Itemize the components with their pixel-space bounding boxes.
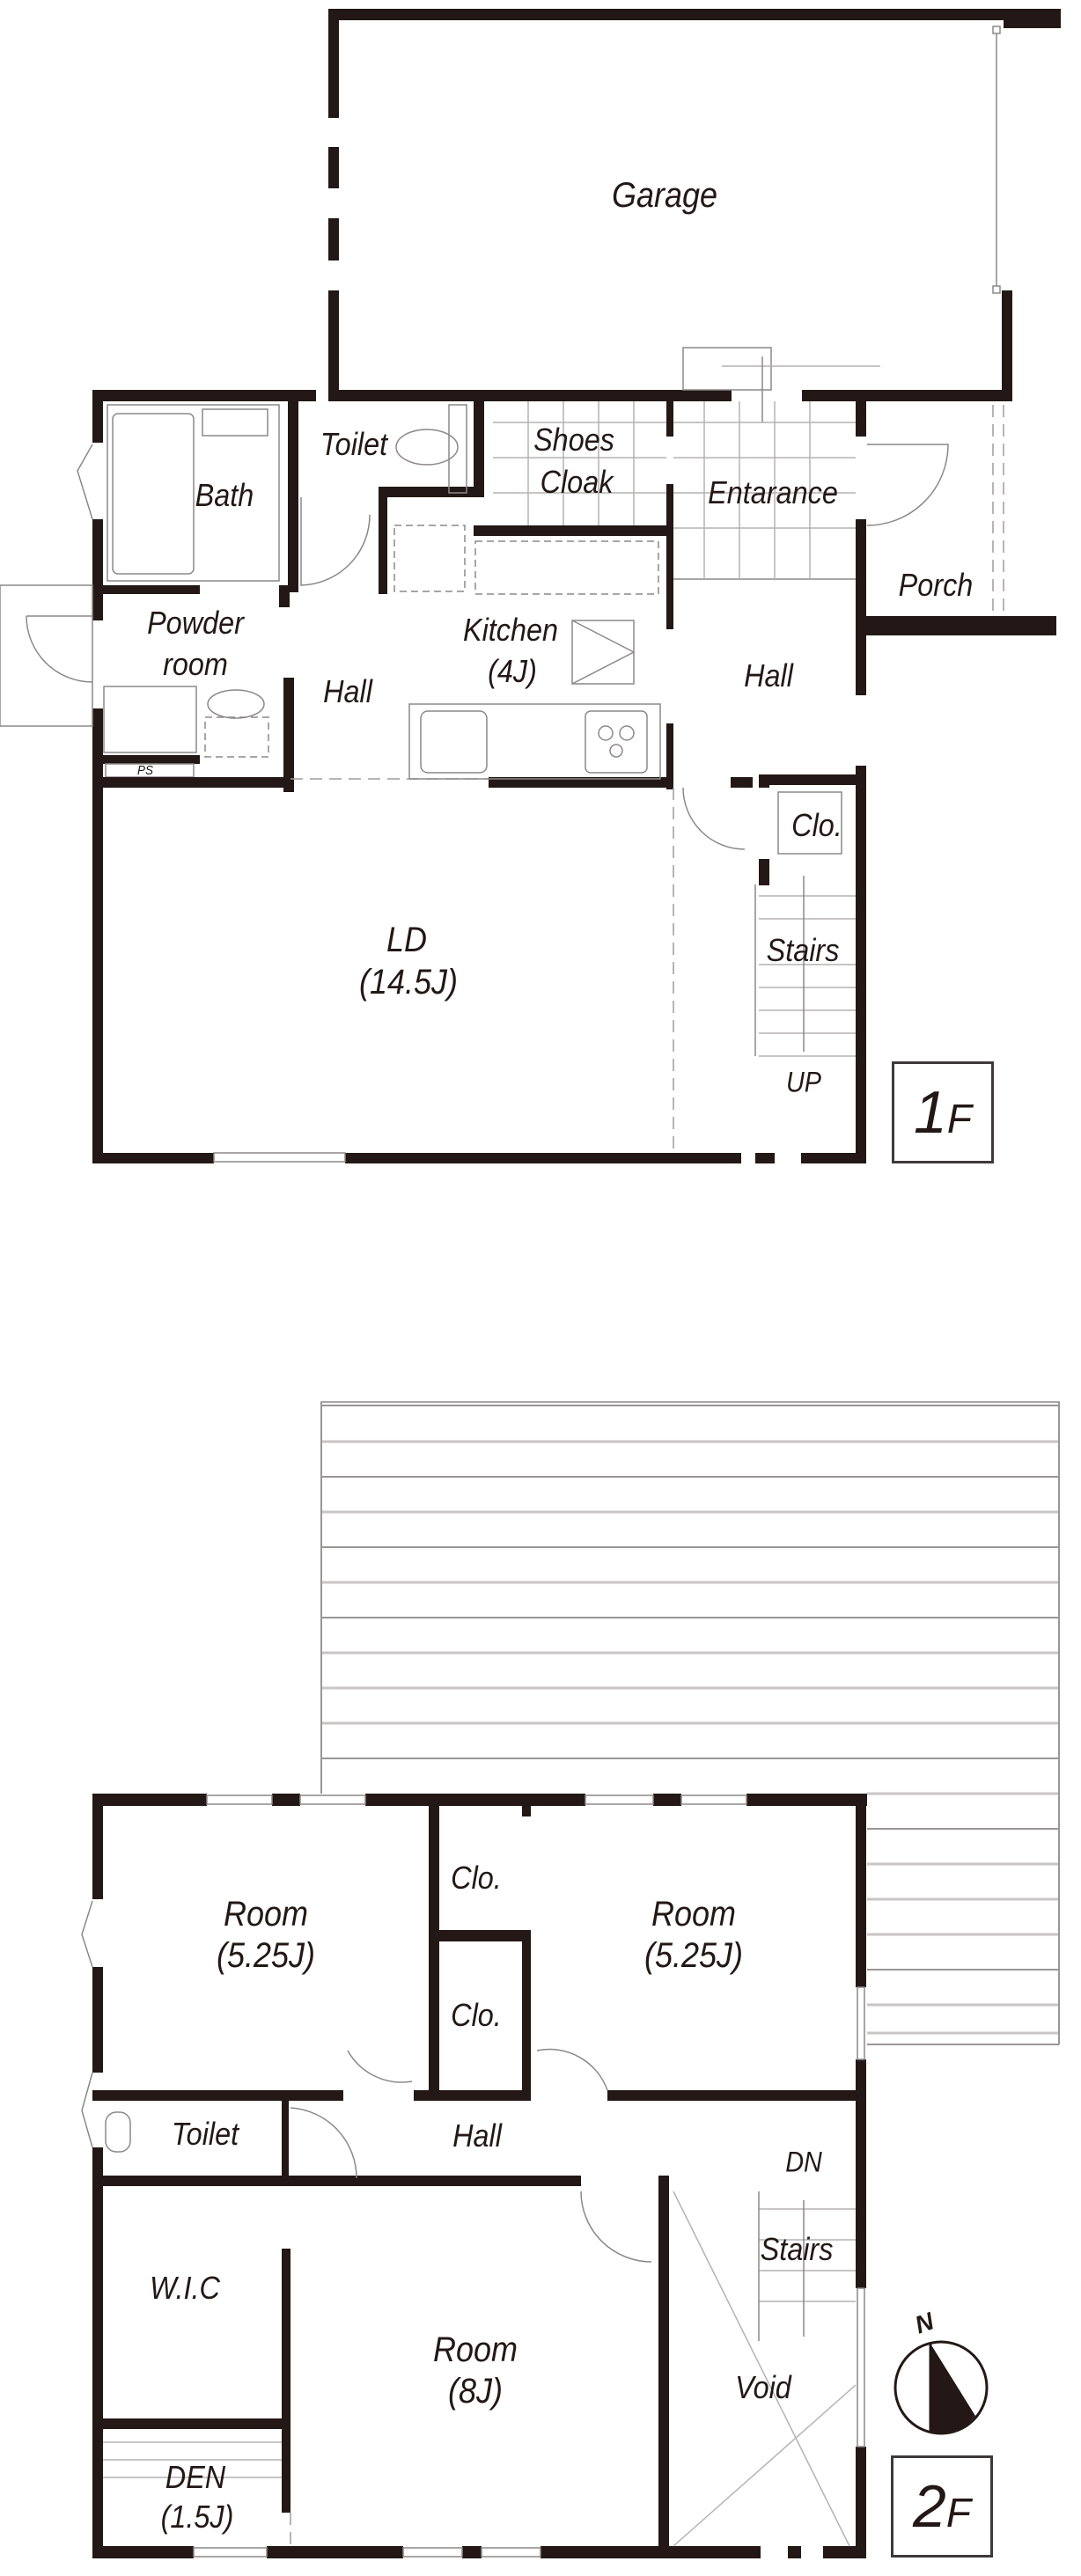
label-room-left-size: (5.25J) bbox=[216, 1936, 316, 1975]
floor-number-2: 2 bbox=[913, 2473, 946, 2540]
label-wic: W.I.C bbox=[150, 2270, 220, 2307]
label-room-main-size: (8J) bbox=[447, 2372, 504, 2411]
label-stairs-2f: Stairs bbox=[760, 2231, 834, 2268]
label-entrance: Entarance bbox=[708, 474, 838, 511]
floor-1-walls bbox=[0, 9, 1061, 1163]
label-room-main: Room bbox=[432, 2330, 518, 2369]
label-garage: Garage bbox=[611, 176, 718, 215]
label-closet-upper: Clo. bbox=[451, 1860, 502, 1897]
label-ps: PS bbox=[136, 762, 154, 778]
label-bath: Bath bbox=[195, 477, 254, 514]
floor-1-fixtures bbox=[103, 401, 856, 850]
floor-suffix-1: F bbox=[946, 1096, 972, 1141]
north-compass-icon bbox=[893, 2340, 989, 2435]
label-powder-room: room bbox=[163, 646, 228, 683]
floor-number-1: 1 bbox=[914, 1079, 947, 1146]
label-ld: LD bbox=[386, 921, 428, 959]
label-room-left: Room bbox=[223, 1895, 309, 1934]
label-stairs-1f: Stairs bbox=[766, 932, 840, 969]
stairs-1f-treads bbox=[754, 876, 856, 1057]
label-porch: Porch bbox=[898, 567, 974, 604]
label-closet-1f: Clo. bbox=[791, 807, 842, 844]
label-den: DEN bbox=[165, 2459, 226, 2496]
label-powder: Powder bbox=[147, 605, 244, 642]
label-closet-lower: Clo. bbox=[451, 1997, 502, 2034]
label-cloak: Cloak bbox=[540, 464, 614, 501]
floor-label-1f: 1 F bbox=[892, 1061, 994, 1163]
label-den-size: (1.5J) bbox=[160, 2499, 234, 2536]
floor-2-deck bbox=[320, 1401, 1060, 2045]
label-toilet-2f: Toilet bbox=[171, 2116, 239, 2153]
label-hall-left-1f: Hall bbox=[323, 673, 372, 710]
label-shoes: Shoes bbox=[533, 422, 614, 459]
label-room-right: Room bbox=[651, 1895, 737, 1934]
label-hall-2f: Hall bbox=[452, 2117, 502, 2154]
label-room-right-size: (5.25J) bbox=[643, 1936, 744, 1975]
label-kitchen-size: (4J) bbox=[488, 653, 537, 690]
label-void: Void bbox=[735, 2369, 791, 2406]
label-up: UP bbox=[785, 1066, 822, 1098]
label-dn: DN bbox=[785, 2146, 822, 2178]
floor-suffix-2: F bbox=[945, 2490, 971, 2536]
label-hall-right-1f: Hall bbox=[744, 657, 793, 694]
label-ld-size: (14.5J) bbox=[358, 963, 459, 1002]
label-kitchen: Kitchen bbox=[462, 612, 559, 649]
floor-label-2f: 2 F bbox=[891, 2455, 993, 2558]
label-toilet-1f: Toilet bbox=[320, 426, 388, 463]
floor-2-walls bbox=[81, 1794, 867, 2558]
